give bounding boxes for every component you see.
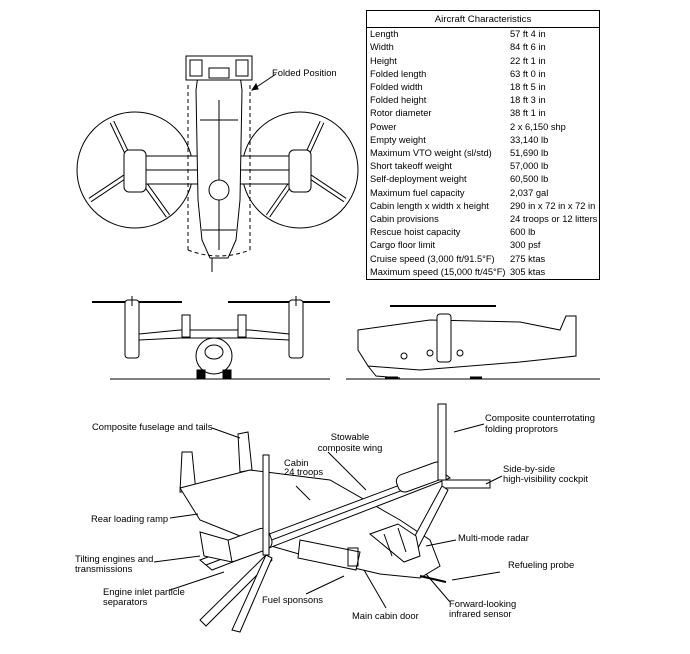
table-row: Width 84 ft 6 in — [367, 41, 599, 54]
spec-value: 22 ft 1 in — [510, 55, 546, 66]
characteristics-table: Aircraft Characteristics Length 57 ft 4 i… — [366, 10, 600, 281]
front-view-drawing — [92, 296, 330, 380]
spec-value: 60,500 lb — [510, 174, 549, 185]
label-cockpit-1: Side-by-side — [503, 463, 556, 474]
spec-label: Short takeoff weight — [370, 161, 453, 172]
spec-value: 57,000 lb — [510, 161, 549, 172]
spec-label: Empty weight — [370, 134, 426, 145]
spec-value: 2 x 6,150 shp — [510, 121, 566, 132]
label-inlet-2: separators — [103, 596, 148, 607]
spec-value: 300 psf — [510, 240, 541, 251]
spec-label: Rescue hoist capacity — [370, 227, 461, 238]
side-view-drawing — [346, 305, 600, 380]
label-refueling: Refueling probe — [508, 559, 575, 570]
table-row: Rescue hoist capacity 600 lb — [367, 226, 599, 239]
table-row: Cargo floor limit 300 psf — [367, 239, 599, 252]
spec-value: 290 in x 72 in x 72 in — [510, 200, 596, 211]
label-stowable-wing-2: composite wing — [317, 442, 383, 453]
spec-value: 63 ft 0 in — [510, 68, 546, 79]
table-row: Maximum speed (15,000 ft/45°F) 305 ktas — [367, 266, 599, 279]
label-radar: Multi-mode radar — [458, 532, 529, 543]
label-tilting-1: Tilting engines and — [75, 553, 154, 564]
spec-label: Maximum speed (15,000 ft/45°F) — [370, 266, 506, 277]
table-row: Height 22 ft 1 in — [367, 55, 599, 68]
spec-label: Rotor diameter — [370, 108, 432, 119]
spec-label: Length — [370, 29, 399, 40]
spec-value: 2,037 gal — [510, 187, 549, 198]
table-row: Length 57 ft 4 in — [367, 28, 599, 41]
spec-value: 600 lb — [510, 227, 536, 238]
label-rear-ramp: Rear loading ramp — [91, 513, 169, 524]
spec-label: Folded height — [370, 95, 427, 106]
table-row: Power 2 x 6,150 shp — [367, 121, 599, 134]
spec-label: Power — [370, 121, 397, 132]
table-row: Folded length 63 ft 0 in — [367, 68, 599, 81]
spec-value: 84 ft 6 in — [510, 42, 546, 53]
spec-label: Cabin provisions — [370, 214, 439, 225]
table-row: Folded width 18 ft 5 in — [367, 81, 599, 94]
top-view-drawing — [76, 55, 359, 272]
table-row: Cabin provisions 24 troops or 12 litters — [367, 213, 599, 226]
spec-label: Cruise speed (3,000 ft/91.5°F) — [370, 253, 495, 264]
label-flir-2: infrared sensor — [449, 608, 512, 619]
spec-value: 38 ft 1 in — [510, 108, 546, 119]
table-row: Maximum VTO weight (sl/std) 51,690 lb — [367, 147, 599, 160]
spec-label: Width — [370, 42, 394, 53]
label-stowable-wing-1: Stowable — [330, 431, 370, 442]
label-composite-fuselage: Composite fuselage and tails — [92, 421, 213, 432]
table-row: Rotor diameter 38 ft 1 in — [367, 107, 599, 120]
spec-value: 18 ft 5 in — [510, 82, 546, 93]
table-body: Length 57 ft 4 in Width 84 ft 6 in Height 22 … — [367, 28, 599, 279]
table-row: Short takeoff weight 57,000 lb — [367, 160, 599, 173]
spec-value: 305 ktas — [510, 266, 546, 277]
label-sponsons: Fuel sponsons — [262, 594, 323, 605]
table-title: Aircraft Characteristics — [367, 11, 599, 29]
spec-value: 57 ft 4 in — [510, 29, 546, 40]
table-row: Cabin length x width x height 290 in x 72… — [367, 200, 599, 213]
spec-value: 33,140 lb — [510, 134, 549, 145]
label-inlet-1: Engine inlet particle — [103, 586, 185, 597]
spec-label: Folded width — [370, 82, 423, 93]
spec-label: Height — [370, 55, 397, 66]
spec-value: 275 ktas — [510, 253, 546, 264]
label-flir-1: Forward-looking — [449, 598, 517, 609]
perspective-view-drawing — [153, 403, 503, 633]
label-counterrotating-2: folding proprotors — [485, 423, 558, 434]
table-row: Self-deployment weight 60,500 lb — [367, 173, 599, 186]
label-tilting-2: transmissions — [75, 563, 133, 574]
table-row: Folded height 18 ft 3 in — [367, 94, 599, 107]
table-row: Cruise speed (3,000 ft/91.5°F) 275 ktas — [367, 253, 599, 266]
label-cabin-1: Cabin — [284, 457, 309, 468]
label-cabin-2: 24 troops — [284, 466, 324, 477]
table-row: Empty weight 33,140 lb — [367, 134, 599, 147]
spec-label: Folded length — [370, 68, 427, 79]
spec-label: Maximum fuel capacity — [370, 187, 465, 198]
label-cockpit-2: high-visibility cockpit — [503, 473, 588, 484]
spec-value: 18 ft 3 in — [510, 95, 546, 106]
spec-label: Self-deployment weight — [370, 174, 467, 185]
spec-label: Cargo floor limit — [370, 240, 436, 251]
label-folded-position: Folded Position — [272, 67, 337, 78]
spec-label: Maximum VTO weight (sl/std) — [370, 148, 492, 159]
table-row: Maximum fuel capacity 2,037 gal — [367, 187, 599, 200]
spec-label: Cabin length x width x height — [370, 200, 489, 211]
label-cabin-door: Main cabin door — [352, 610, 419, 621]
label-counterrotating-1: Composite counterrotating — [485, 412, 595, 423]
spec-value: 24 troops or 12 litters — [510, 214, 598, 225]
spec-value: 51,690 lb — [510, 148, 549, 159]
